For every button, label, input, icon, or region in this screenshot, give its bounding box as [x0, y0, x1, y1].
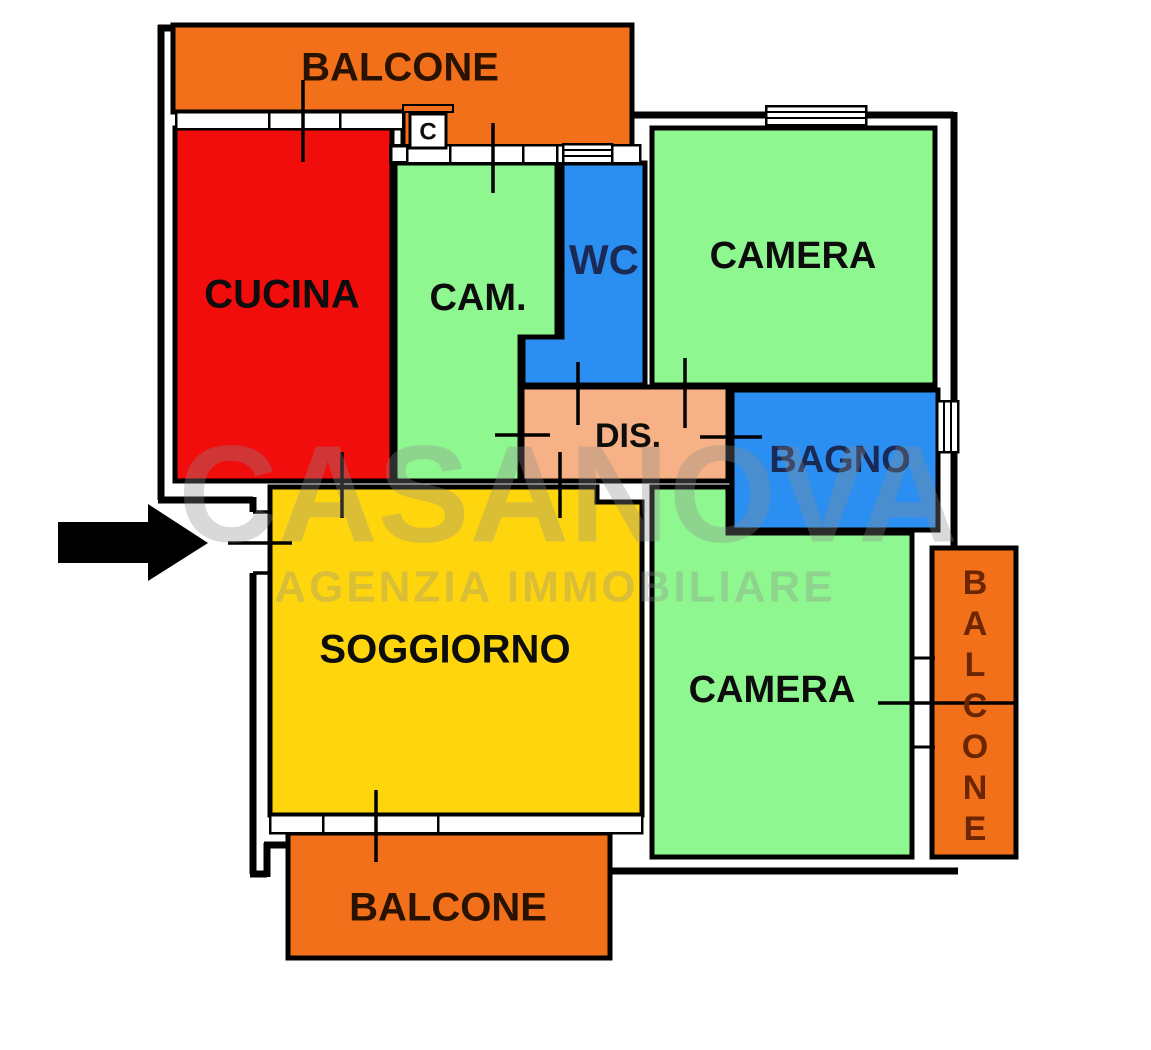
- room-bedroom-bottom: [649, 484, 915, 860]
- rooms: [170, 22, 1019, 961]
- room-kitchen: [172, 125, 395, 484]
- balcony-right-letter: A: [963, 605, 988, 643]
- window-strip-top-center-dividers: [448, 145, 559, 163]
- label-wc: WC: [569, 236, 639, 283]
- boiler-ledge: [402, 104, 454, 113]
- balcony-right-letter: O: [962, 728, 988, 766]
- window-bedroom-balcony-right-dividers: [912, 656, 935, 749]
- windows: [174, 104, 960, 835]
- balcony-right-letter: N: [963, 769, 988, 807]
- balcony-right-letter: C: [963, 687, 988, 725]
- boiler-label: C: [419, 118, 436, 145]
- room-labels: BALCONE CUCINA CAM. WC CAMERA DIS. BAGNO…: [204, 46, 911, 930]
- room-hallway: [519, 384, 731, 484]
- balcony-right-letter: E: [964, 810, 987, 848]
- room-bedroom-top: [649, 125, 938, 388]
- boiler-box: C: [402, 104, 454, 150]
- label-balcony-right: B A L C O N E: [962, 564, 988, 848]
- label-kitchen: CUCINA: [204, 273, 360, 317]
- watermark: CASANOVA AGENZIA IMMOBILIARE: [178, 417, 957, 611]
- room-bathroom: [729, 387, 941, 533]
- entry-arrow-icon: [58, 504, 208, 581]
- label-balcony-top: BALCONE: [301, 46, 499, 90]
- window-bathroom-right: [935, 399, 960, 454]
- label-hallway: DIS.: [595, 417, 661, 455]
- window-strip-living-balcony-dividers: [321, 815, 440, 833]
- balcony-right-letter: B: [963, 564, 988, 602]
- label-small-bedroom: CAM.: [429, 277, 526, 319]
- watermark-subtitle: AGENZIA IMMOBILIARE: [274, 563, 835, 612]
- window-wc-top-panes: [563, 149, 612, 157]
- door-marks: [228, 80, 1014, 862]
- label-bathroom: BAGNO: [769, 439, 910, 481]
- label-living-room: SOGGIORNO: [319, 628, 570, 672]
- watermark-title: CASANOVA: [178, 417, 957, 571]
- label-bedroom-top: CAMERA: [710, 235, 877, 277]
- boiler-icon: [408, 112, 448, 150]
- label-balcony-bottom: BALCONE: [349, 886, 547, 930]
- door-mark-entry-jambs: [253, 510, 272, 575]
- window-wc-top: [561, 142, 614, 165]
- window-bedroom-top-panes: [766, 111, 866, 119]
- window-strip-balcony-kitchen-dividers: [267, 112, 342, 129]
- balcony-right-letter: L: [965, 646, 986, 684]
- small-box-symbol: [389, 144, 409, 164]
- window-strip-living-balcony: [268, 813, 644, 835]
- window-strip-balcony-kitchen: [174, 110, 405, 131]
- window-bedroom-top: [764, 104, 868, 127]
- label-bedroom-bottom: CAMERA: [689, 669, 856, 711]
- window-bathroom-right-panes: [943, 401, 952, 452]
